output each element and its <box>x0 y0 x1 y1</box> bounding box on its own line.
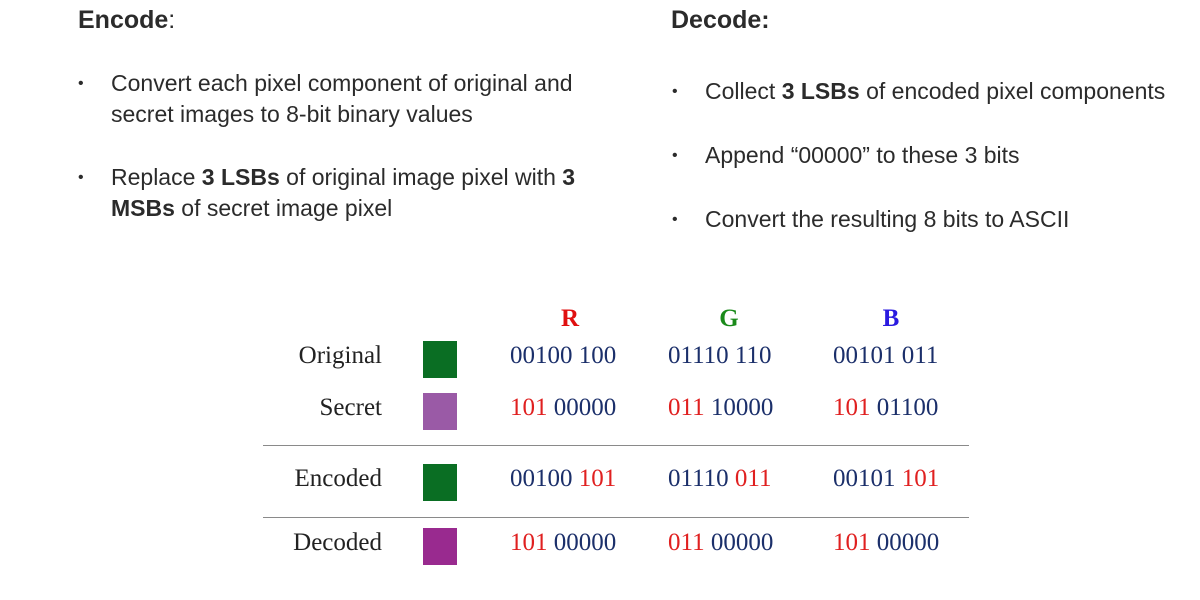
bits: 01100 <box>870 394 939 421</box>
divider-line <box>263 517 969 518</box>
bits: 00000 <box>704 529 774 556</box>
bits: 00100 100 <box>510 342 617 369</box>
step-text: of secret image pixel <box>174 195 393 221</box>
bits-cell-encoded-b: 00101 101 <box>833 465 939 493</box>
bits: 01110 110 <box>668 342 772 369</box>
highlighted-bits: 101 <box>510 394 548 421</box>
highlighted-bits: 011 <box>668 394 705 421</box>
step-text: Collect <box>705 78 782 104</box>
bullet-dot-icon: • <box>78 169 84 186</box>
step-text: of encoded pixel components <box>859 78 1166 104</box>
channel-header-r: R <box>560 305 580 332</box>
bits: 00000 <box>547 394 617 421</box>
row-label-encoded: Encoded <box>294 465 382 492</box>
emphasized-text: 3 LSBs <box>201 164 280 190</box>
encode-step-item: • Convert each pixel component of origina… <box>78 68 631 130</box>
highlighted-bits: 101 <box>901 465 940 492</box>
step-text: Convert each pixel component of original… <box>111 70 573 127</box>
row-label-original: Original <box>298 342 382 369</box>
decode-step-item: • Convert the resulting 8 bits to ASCII <box>672 204 1195 235</box>
bullet-dot-icon: • <box>672 211 678 228</box>
bits: 00101 <box>833 465 902 492</box>
highlighted-bits: 011 <box>734 465 772 492</box>
encode-steps-list: • Convert each pixel component of origina… <box>78 68 631 224</box>
decode-step-item: • Collect 3 LSBs of encoded pixel compone… <box>672 76 1195 107</box>
bits-cell-original-r: 00100 100 <box>510 342 616 370</box>
bits: 01110 <box>668 465 735 492</box>
highlighted-bits: 011 <box>668 529 705 556</box>
step-text: Convert the resulting 8 bits to ASCII <box>705 206 1070 232</box>
bits: 00000 <box>547 529 617 556</box>
bits: 00000 <box>870 529 940 556</box>
bullet-dot-icon: • <box>672 83 678 100</box>
color-swatch-original <box>423 341 457 378</box>
color-swatch-secret <box>423 393 457 430</box>
bullet-dot-icon: • <box>672 147 678 164</box>
decode-steps-list: • Collect 3 LSBs of encoded pixel compone… <box>672 76 1195 235</box>
bits-cell-decoded-g: 011 00000 <box>668 529 773 557</box>
emphasized-text: 3 MSBs <box>111 164 576 221</box>
bits-cell-secret-g: 011 10000 <box>668 394 773 422</box>
highlighted-bits: 101 <box>510 529 548 556</box>
bits-cell-secret-b: 101 01100 <box>833 394 938 422</box>
bits: 00101 011 <box>833 342 939 369</box>
encode-step-item: • Replace 3 LSBs of original image pixel … <box>78 162 631 224</box>
bits-cell-decoded-b: 101 00000 <box>833 529 939 557</box>
bits: 10000 <box>704 394 774 421</box>
bits-cell-secret-r: 101 00000 <box>510 394 616 422</box>
highlighted-bits: 101 <box>578 465 617 492</box>
bits: 00100 <box>510 465 579 492</box>
row-label-decoded: Decoded <box>293 529 382 556</box>
decode-heading: Decode: <box>671 6 770 34</box>
step-text: of original image pixel with <box>279 164 563 190</box>
bits-cell-decoded-r: 101 00000 <box>510 529 616 557</box>
bullet-dot-icon: • <box>78 75 84 92</box>
color-swatch-decoded <box>423 528 457 565</box>
emphasized-text: 3 LSBs <box>781 78 860 104</box>
highlighted-bits: 101 <box>833 529 871 556</box>
highlighted-bits: 101 <box>833 394 871 421</box>
step-text: Append “00000” to these 3 bits <box>705 142 1020 168</box>
encode-heading: Encode: <box>78 6 175 35</box>
channel-header-g: G <box>719 305 739 332</box>
color-swatch-encoded <box>423 464 457 501</box>
decode-step-item: • Append “00000” to these 3 bits <box>672 140 1195 171</box>
bits-cell-encoded-g: 01110 011 <box>668 465 771 493</box>
bits-cell-original-g: 01110 110 <box>668 342 771 370</box>
divider-line <box>263 445 969 446</box>
bits-cell-encoded-r: 00100 101 <box>510 465 616 493</box>
row-label-secret: Secret <box>319 394 382 421</box>
encode-heading-text: Encode <box>78 6 169 34</box>
bits-cell-original-b: 00101 011 <box>833 342 938 370</box>
encode-heading-colon: : <box>168 6 176 34</box>
step-text: Replace <box>111 164 202 190</box>
channel-header-b: B <box>882 305 900 332</box>
